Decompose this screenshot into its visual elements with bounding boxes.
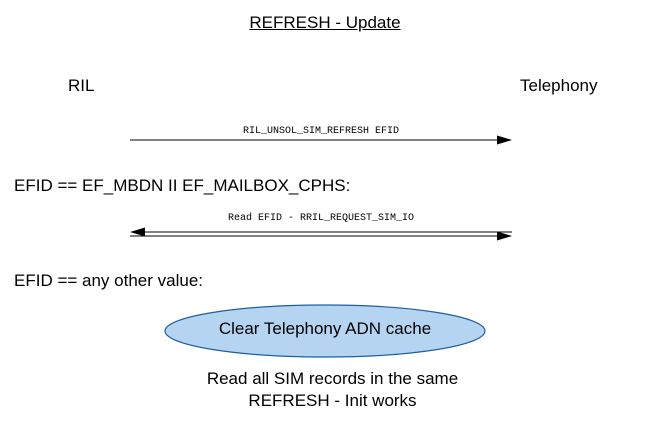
message-label-refresh: RIL_UNSOL_SIM_REFRESH EFID bbox=[242, 126, 400, 137]
note-text: Read all SIM records in the same REFRESH… bbox=[150, 368, 515, 412]
condition-other: EFID == any other value: bbox=[14, 271, 203, 290]
note-line-2: REFRESH - Init works bbox=[248, 391, 417, 410]
participant-ril: RIL bbox=[68, 76, 95, 95]
message-label-read-efid: Read EFID - RRIL_REQUEST_SIM_IO bbox=[227, 213, 415, 224]
condition-mbdn: EFID == EF_MBDN II EF_MAILBOX_CPHS: bbox=[14, 176, 351, 195]
action-label: Clear Telephony ADN cache bbox=[218, 319, 432, 338]
diagram-title: REFRESH - Update bbox=[249, 13, 401, 32]
message-arrow-read-efid bbox=[130, 227, 512, 241]
note-line-1: Read all SIM records in the same bbox=[206, 369, 459, 388]
message-arrow-refresh bbox=[130, 135, 512, 145]
action-ellipse bbox=[164, 304, 486, 358]
participant-telephony: Telephony bbox=[520, 76, 598, 95]
